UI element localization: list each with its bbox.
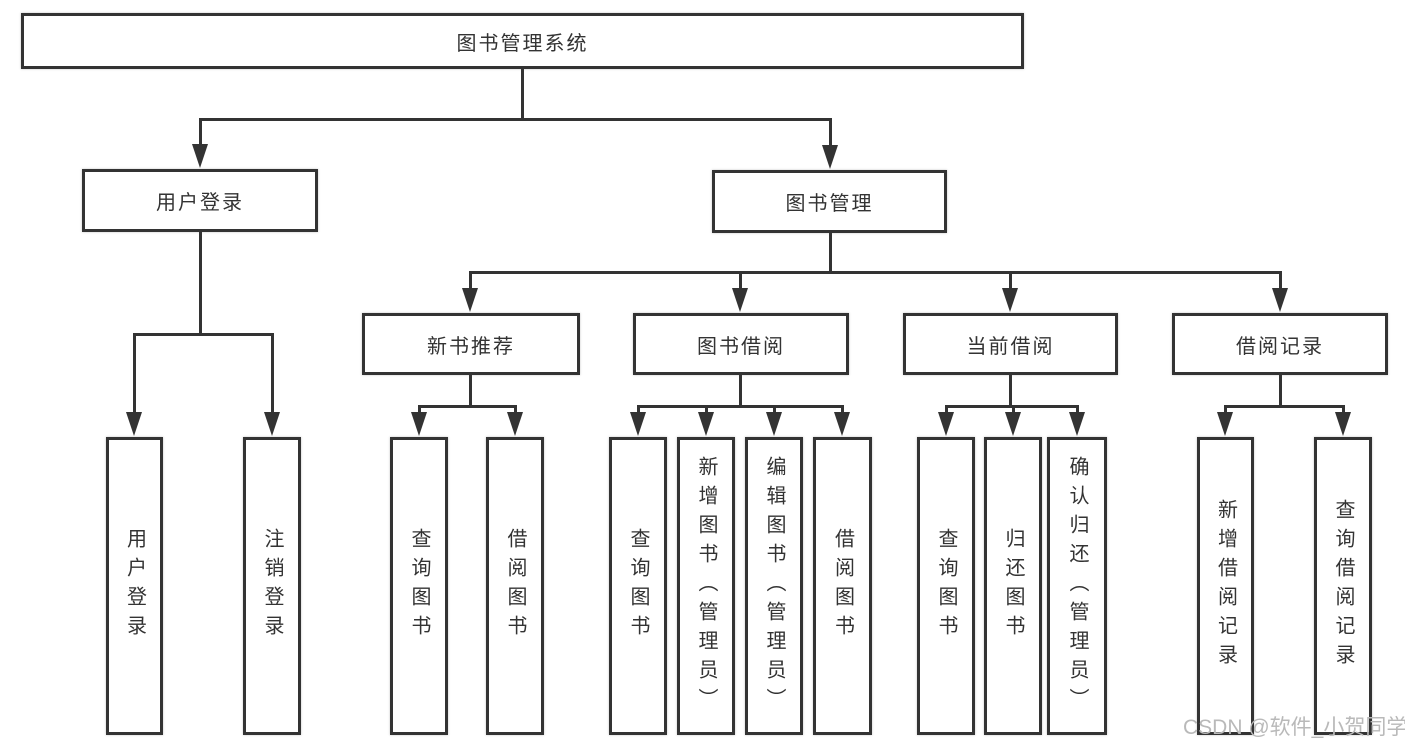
arrow-down-icon: [822, 145, 838, 169]
node-label: 查询图书: [627, 528, 649, 644]
node-current-borrowing: 当前借阅: [903, 313, 1118, 375]
connector-line: [1011, 405, 1015, 418]
node-label: 查询图书: [935, 528, 957, 644]
arrow-down-icon: [1335, 412, 1351, 436]
connector-line: [468, 271, 472, 292]
node-label: 当前借阅: [966, 335, 1055, 358]
leaf-borrow-edit-book-admin: 编辑图书（管理员）: [745, 437, 803, 735]
arrow-down-icon: [192, 144, 208, 168]
arrow-down-icon: [1005, 412, 1021, 436]
connector-line: [944, 405, 948, 418]
leaf-borrow-query-books: 查询图书: [609, 437, 667, 735]
node-label: 归还图书: [1002, 528, 1024, 644]
node-label: 确认归还（管理员）: [1066, 455, 1088, 717]
connector-line: [840, 405, 844, 418]
node-label: 图书借阅: [697, 335, 785, 358]
watermark: CSDN @软件_小贺同学: [1183, 716, 1405, 739]
connector-line: [417, 405, 517, 408]
arrow-down-icon: [766, 412, 782, 436]
leaf-current-return-books: 归还图书: [984, 437, 1042, 735]
node-label: 借阅记录: [1236, 335, 1324, 358]
node-library-management-system: 图书管理系统: [21, 13, 1024, 69]
arrow-down-icon: [732, 288, 748, 312]
node-label: 借阅图书: [831, 528, 854, 644]
connector-line: [1008, 375, 1012, 408]
node-label: 编辑图书（管理员）: [763, 455, 785, 717]
connector-line: [738, 375, 742, 408]
node-user-login: 用户登录: [82, 169, 318, 232]
connector-line: [738, 271, 742, 292]
connector-line: [468, 375, 472, 408]
node-label: 查询借阅记录: [1332, 499, 1354, 673]
connector-line: [198, 118, 832, 121]
node-new-book-recommendation: 新书推荐: [362, 313, 580, 375]
node-label: 借阅图书: [504, 528, 526, 644]
node-label: 注销登录: [261, 528, 283, 644]
arrow-down-icon: [507, 412, 523, 436]
connector-line: [198, 118, 202, 146]
leaf-current-confirm-return-admin: 确认归还（管理员）: [1047, 437, 1107, 735]
arrow-down-icon: [126, 412, 142, 436]
connector-line: [513, 405, 517, 418]
connector-line: [828, 118, 832, 146]
leaf-records-query-borrow-record: 查询借阅记录: [1314, 437, 1372, 735]
leaf-records-add-borrow-record: 新增借阅记录: [1197, 437, 1254, 735]
arrow-down-icon: [834, 412, 850, 436]
arrow-down-icon: [1217, 412, 1233, 436]
node-label: 查询图书: [408, 528, 430, 644]
node-borrowing-records: 借阅记录: [1172, 313, 1388, 375]
connector-line: [270, 333, 274, 414]
node-label: 新增借阅记录: [1214, 499, 1237, 673]
connector-line: [1278, 375, 1282, 408]
connector-line: [1008, 271, 1012, 292]
node-label: 新增图书（管理员）: [695, 455, 717, 717]
leaf-newbooks-borrow-books: 借阅图书: [486, 437, 544, 735]
leaf-borrow-add-book-admin: 新增图书（管理员）: [677, 437, 735, 735]
connector-line: [520, 69, 524, 120]
arrow-down-icon: [938, 412, 954, 436]
node-book-management: 图书管理: [712, 170, 947, 233]
node-label: 新书推荐: [427, 335, 515, 358]
connector-line: [828, 233, 832, 274]
connector-line: [1223, 405, 1227, 418]
connector-line: [1278, 271, 1282, 292]
node-label: 图书管理系统: [456, 32, 589, 55]
connector-line: [636, 405, 640, 418]
connector-line: [1341, 405, 1345, 418]
node-label: 图书管理: [785, 193, 874, 215]
arrow-down-icon: [1002, 288, 1018, 312]
leaf-borrow-borrow-books: 借阅图书: [813, 437, 872, 735]
connector-line: [772, 405, 776, 418]
arrow-down-icon: [462, 288, 478, 312]
connector-line: [704, 405, 708, 418]
leaf-current-query-books: 查询图书: [917, 437, 975, 735]
connector-line: [636, 405, 844, 408]
node-label: 用户登录: [123, 528, 146, 644]
arrow-down-icon: [264, 412, 280, 436]
connector-line: [198, 232, 202, 335]
arrow-down-icon: [698, 412, 714, 436]
arrow-down-icon: [411, 412, 427, 436]
connector-line: [132, 333, 274, 336]
connector-line: [417, 405, 421, 418]
connector-line: [1075, 405, 1079, 418]
leaf-logout: 注销登录: [243, 437, 301, 735]
connector-line: [468, 271, 1282, 274]
node-label: 用户登录: [156, 192, 244, 214]
arrow-down-icon: [1069, 412, 1085, 436]
leaf-newbooks-query-books: 查询图书: [390, 437, 448, 735]
connector-line: [1223, 405, 1345, 408]
leaf-user-login: 用户登录: [106, 437, 163, 735]
arrow-down-icon: [630, 412, 646, 436]
connector-line: [132, 333, 136, 414]
arrow-down-icon: [1272, 288, 1288, 312]
node-book-borrowing: 图书借阅: [633, 313, 849, 375]
